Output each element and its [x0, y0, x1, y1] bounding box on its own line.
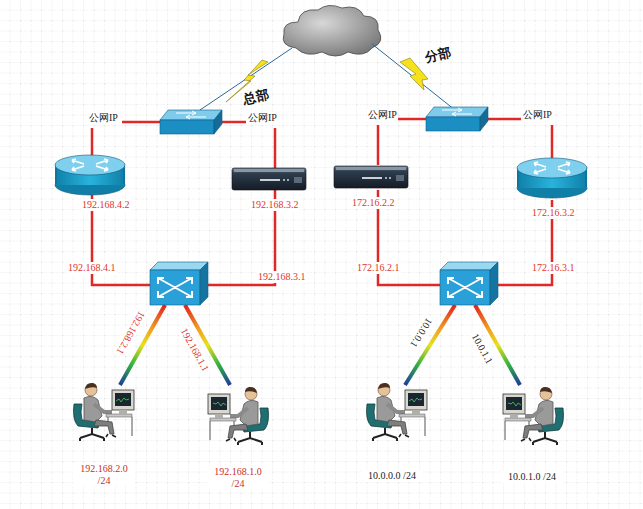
ip-text: 10.0.0.0 /24 — [361, 470, 423, 482]
public-ip-label: 公网IP — [88, 112, 119, 124]
gateway-ip: 10.0.0.1 — [407, 315, 435, 350]
router-node: 172.16.3.2 — [531, 207, 576, 219]
ip-text: 172.16.3.2 — [531, 207, 576, 219]
user-node: 10.0.0.0 /24 — [361, 470, 423, 482]
ip-text: 172.16.2.2 — [351, 197, 396, 209]
interface-ip: 172.16.2.1 — [356, 262, 401, 274]
user-node: 192.168.2.0 /24 — [73, 463, 135, 486]
ip-text: 192.168.4.2 — [81, 199, 131, 211]
site-label: 分部 — [423, 45, 453, 65]
public-ip-label: 公网IP — [367, 109, 398, 121]
user-node: 192.168.1.0 /24 — [207, 466, 269, 489]
router-node: 192.168.4.2 — [81, 199, 131, 211]
site-label: 总部 — [241, 87, 271, 107]
gateway-ip: 192.168.1.1 — [178, 325, 212, 374]
ip-text: 192.168.2.0 /24 — [73, 463, 135, 486]
ip-text: 192.168.3.2 — [250, 199, 300, 211]
user-node: 10.0.1.0 /24 — [501, 471, 563, 483]
ip-text: 192.168.1.0 /24 — [207, 466, 269, 489]
gateway-ip: 192.168.2.1 — [114, 308, 148, 357]
interface-ip: 192.168.3.1 — [257, 271, 307, 283]
public-ip-label: 公网IP — [247, 112, 278, 124]
ip-text: 10.0.1.0 /24 — [501, 471, 563, 483]
public-ip-label: 公网IP — [522, 109, 553, 121]
server-node: 192.168.3.2 — [250, 199, 300, 211]
gateway-ip: 10.0.1.1 — [469, 331, 496, 367]
interface-ip: 172.16.3.1 — [531, 262, 576, 274]
server-node: 172.16.2.2 — [351, 197, 396, 209]
interface-ip: 192.168.4.1 — [67, 262, 117, 274]
